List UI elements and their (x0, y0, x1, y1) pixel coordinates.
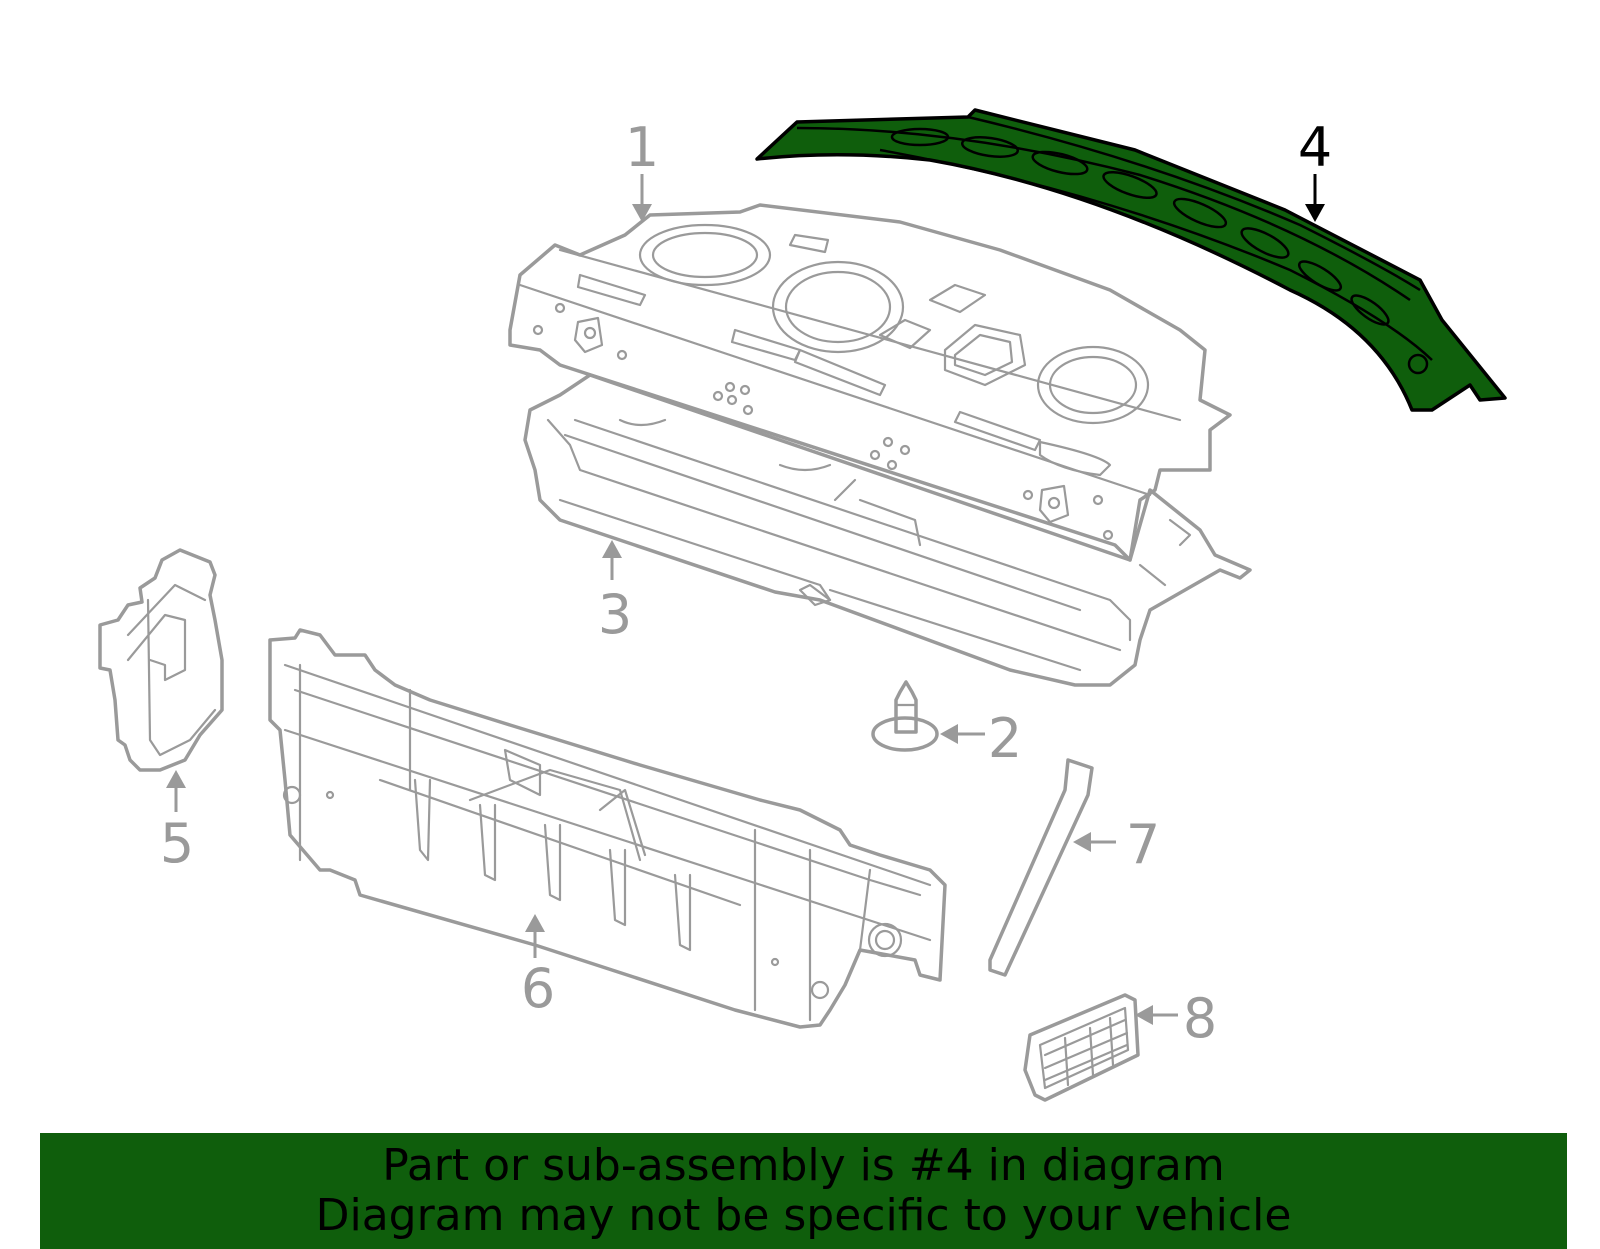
callout-label-7: 7 (1126, 813, 1160, 876)
callout-label-4: 4 (1298, 116, 1332, 179)
callout-label-6: 6 (521, 957, 555, 1020)
banner-line-1: Part or sub-assembly is #4 in diagram (382, 1140, 1225, 1191)
callout-label-1: 1 (625, 116, 659, 179)
part-2-push-pin-fastener[interactable] (871, 680, 939, 752)
part-1-package-shelf[interactable] (508, 203, 1232, 562)
callout-6: 6 (521, 914, 555, 1020)
callout-5: 5 (160, 770, 194, 875)
callout-label-2: 2 (988, 707, 1022, 770)
part-3-lower-panel[interactable] (523, 373, 1252, 687)
callout-2: 2 (940, 707, 1022, 770)
part-6-rear-panel[interactable] (268, 628, 947, 1029)
banner-line-2: Diagram may not be specific to your vehi… (315, 1190, 1292, 1241)
callout-label-5: 5 (160, 812, 194, 875)
callout-label-8: 8 (1183, 987, 1217, 1050)
info-banner: Part or sub-assembly is #4 in diagram Di… (40, 1133, 1567, 1249)
callout-4: 4 (1298, 116, 1332, 222)
part-4-rear-header[interactable] (755, 108, 1507, 412)
part-5-side-bracket[interactable] (98, 548, 224, 772)
part-8-vent-grille[interactable] (1023, 993, 1140, 1102)
part-7-weatherstrip[interactable] (988, 758, 1094, 977)
callout-label-3: 3 (598, 583, 632, 646)
callout-8: 8 (1135, 987, 1217, 1050)
callout-7: 7 (1073, 813, 1160, 876)
callout-3: 3 (598, 540, 632, 646)
callout-1: 1 (625, 116, 659, 222)
